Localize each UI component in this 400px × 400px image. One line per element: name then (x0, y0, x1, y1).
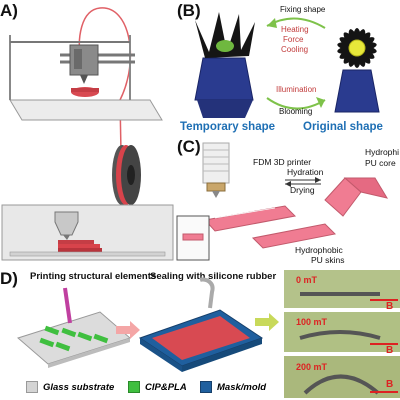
daisy-flower (337, 28, 377, 68)
hydrophilic-text: Hydrophi (365, 147, 400, 157)
field-0mt-text: 0 mT (296, 275, 318, 285)
drying-text: Drying (290, 185, 315, 195)
hydration-actuator-illustration (176, 142, 389, 261)
legend-label-glass: Glass substrate (43, 381, 115, 393)
blooming-text: Blooming (279, 107, 313, 116)
illumination-text: Illumination (276, 85, 317, 94)
force-text: Force (283, 35, 304, 44)
legend-item-mask: Mask/mold (200, 381, 266, 393)
panel-d: D) Printing structural elements Sealing … (0, 268, 400, 400)
panel-b-label: (B) (177, 1, 201, 20)
legend-swatch-mask (200, 381, 212, 393)
legend-swatch-cip (128, 381, 140, 393)
panel-c: (C) FDM 3D printer Hydrophi PU core Hydr… (175, 138, 400, 265)
legend-item-glass: Glass substrate (26, 381, 114, 393)
hydration-text: Hydration (287, 167, 324, 177)
panel-c-label: (C) (177, 137, 201, 156)
b-symbol-200: B (386, 379, 394, 390)
fdm-printer-text: FDM 3D printer (253, 157, 312, 167)
step2-text: Sealing with silicone rubber (150, 271, 277, 282)
step1-text: Printing structural elements (30, 271, 157, 282)
printer-illustration (1, 7, 174, 261)
fixing-shape-text: Fixing shape (280, 5, 326, 14)
pu-core-text: PU core (365, 158, 396, 168)
field-200mt-text: 200 mT (296, 362, 328, 372)
pu-skins-text: PU skins (311, 255, 345, 265)
panel-b: (B) Fixing shape H (175, 0, 400, 140)
legend-label-cip: CIP&PLA (145, 381, 187, 393)
b-symbol-0: B (386, 301, 394, 312)
heating-text: Heating (281, 25, 309, 34)
panel-a: A) (0, 0, 175, 265)
legend-label-mask: Mask/mold (217, 381, 267, 393)
legend-swatch-glass (26, 381, 38, 393)
panel-d-label: D) (0, 269, 18, 288)
field-100mt-text: 100 mT (296, 317, 328, 327)
hydrophobic-text: Hydrophobic (295, 245, 343, 255)
b-symbol-100: B (386, 345, 394, 356)
legend-item-cip: CIP&PLA (128, 381, 187, 393)
original-shape-text: Original shape (303, 121, 383, 133)
cooling-text: Cooling (281, 45, 309, 54)
panel-a-label: A) (0, 1, 18, 20)
magnetic-actuator-illustration (16, 270, 400, 398)
shape-memory-flower-illustration (194, 12, 380, 118)
temporary-shape-text: Temporary shape (180, 121, 276, 133)
